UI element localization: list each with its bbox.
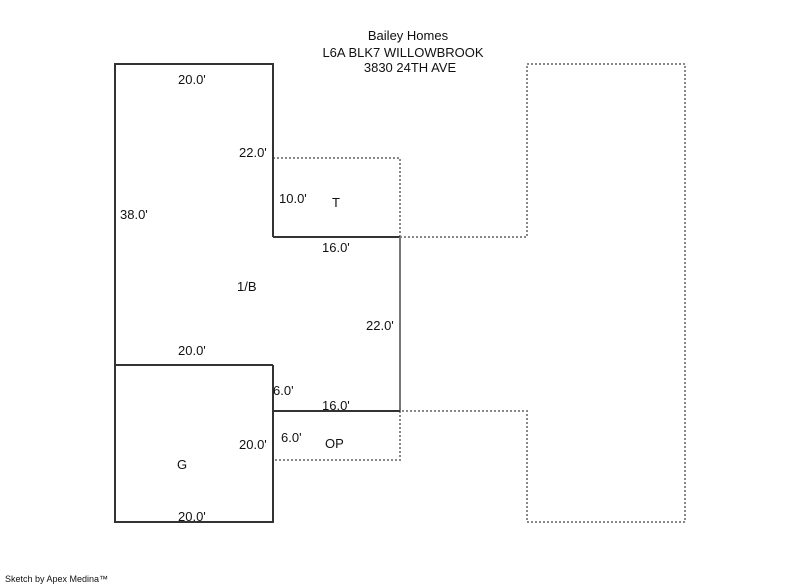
area-label-main: 1/B [237, 279, 257, 294]
dim-garage-right: 20.0' [239, 437, 267, 452]
dim-t-side: 10.0' [279, 191, 307, 206]
dim-step-lower: 16.0' [322, 398, 350, 413]
area-label-t: T [332, 195, 340, 210]
detached-area-outline [400, 63, 686, 523]
header-legal: L6A BLK7 WILLOWBROOK [322, 45, 483, 60]
dim-garage-bottom: 20.0' [178, 509, 206, 524]
header-address: 3830 24TH AVE [364, 60, 457, 75]
dim-right-side: 22.0' [366, 318, 394, 333]
dim-main-left: 38.0' [120, 207, 148, 222]
dim-step-small: 6.0' [273, 383, 294, 398]
dim-garage-top: 20.0' [178, 343, 206, 358]
porch-outline [273, 411, 401, 461]
dim-main-right-upper: 22.0' [239, 145, 267, 160]
dim-porch-side: 6.0' [281, 430, 302, 445]
header-company: Bailey Homes [368, 28, 449, 43]
footer-credit: Sketch by Apex Medina™ [5, 574, 109, 584]
area-label-garage: G [177, 457, 187, 472]
main-outline [114, 63, 274, 523]
dim-step-upper: 16.0' [322, 240, 350, 255]
dim-main-top: 20.0' [178, 72, 206, 87]
area-label-porch: OP [325, 436, 344, 451]
